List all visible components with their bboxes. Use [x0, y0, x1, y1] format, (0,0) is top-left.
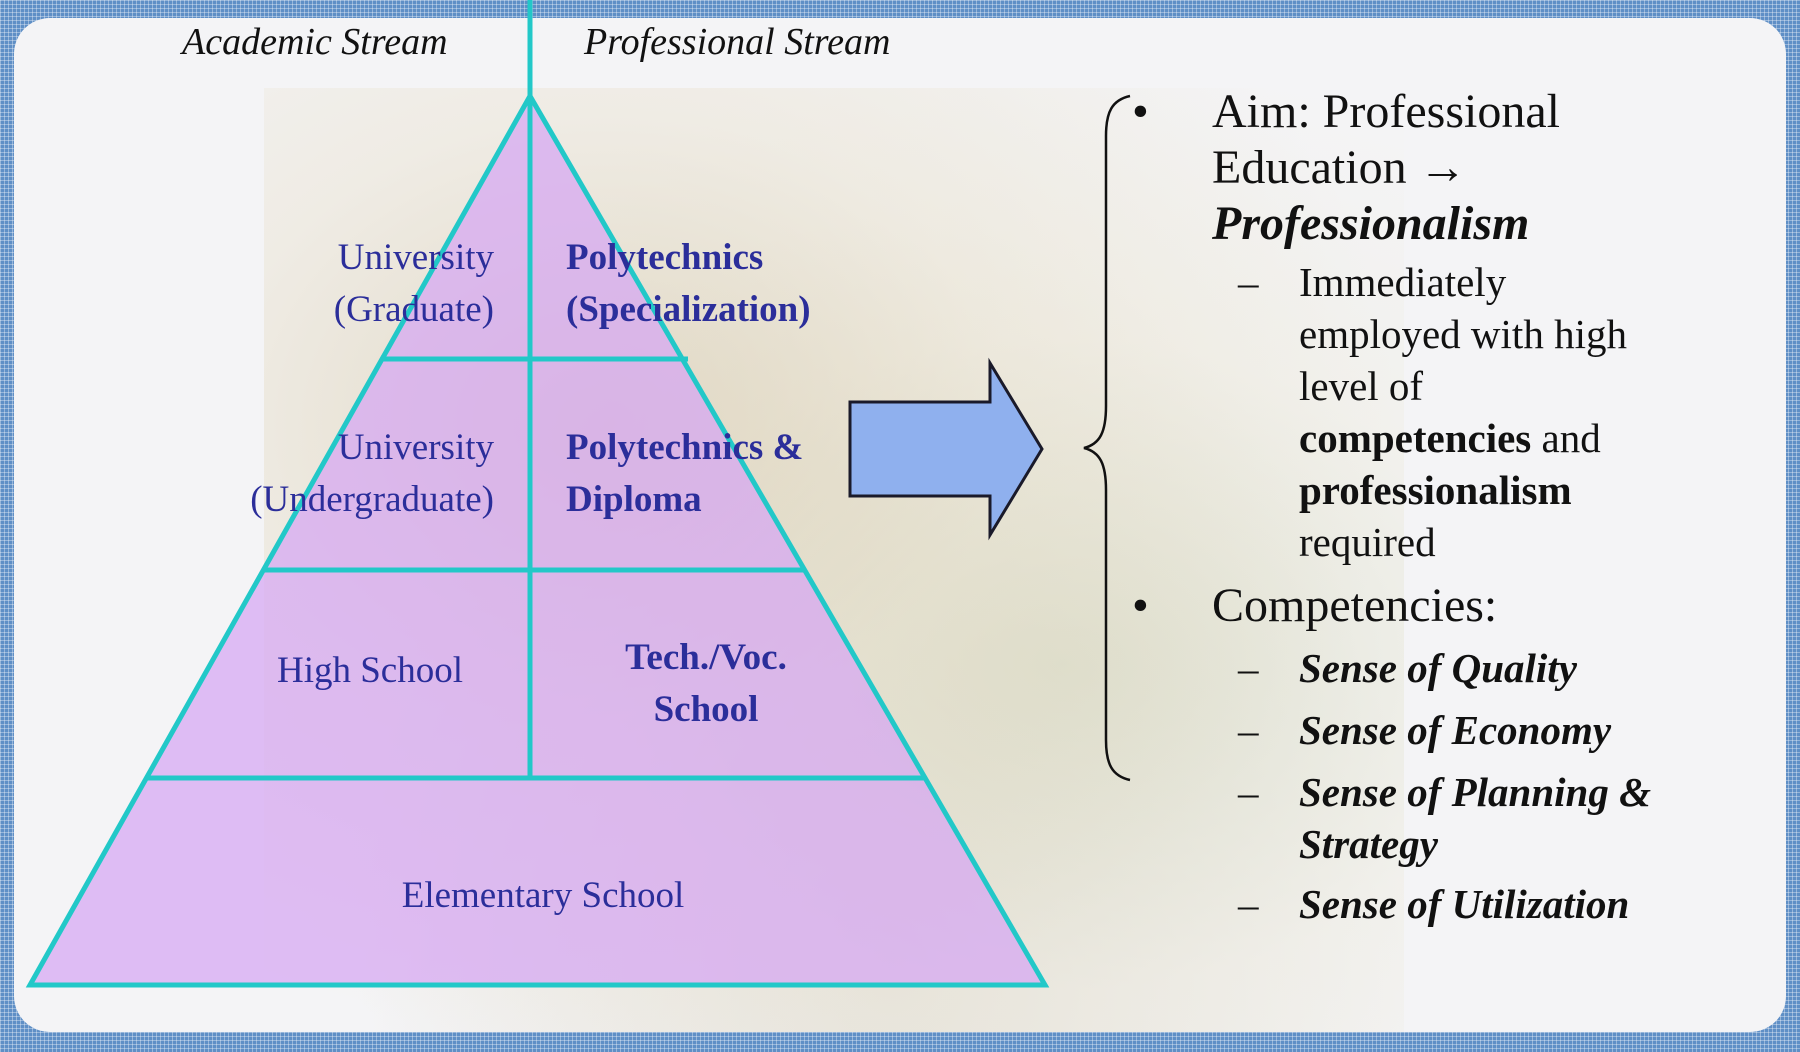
aim-sub-bullet: – Immediately employed with high level o… — [1110, 256, 1750, 568]
university-graduate-label: University (Graduate) — [333, 237, 494, 330]
tech-voc-school-label: Tech./Voc. School — [625, 637, 787, 730]
aim-sub-line-3: level of — [1299, 363, 1424, 409]
competency-item: – Sense of Planning & Strategy — [1238, 769, 1651, 867]
polytechnics-specialization-label: Polytechnics (Specialization) — [566, 237, 811, 330]
elementary-school-label: Elementary School — [401, 875, 685, 916]
competency-item: – Sense of Economy — [1238, 707, 1612, 753]
professional-stream-label: Professional Stream — [584, 21, 891, 63]
competencies-bullet: • Competencies: — [1110, 578, 1750, 634]
aim-line-1: Aim: Professional — [1212, 85, 1560, 138]
aim-sub-line-1: Immediately — [1299, 259, 1507, 305]
academic-stream-label: Academic Stream — [182, 21, 448, 63]
aim-sub-line-5: professionalism — [1299, 467, 1572, 513]
aim-sub-line-6: required — [1299, 519, 1436, 565]
aim-line-2: Education → — [1212, 141, 1467, 194]
bullet-list: • Aim: Professional Education → Professi… — [1110, 84, 1750, 930]
pyramid-shape — [25, 90, 1050, 988]
dash-icon: – — [1238, 259, 1259, 305]
polytechnics-diploma-label: Polytechnics & Diploma — [566, 427, 804, 520]
university-undergraduate-label: University (Undergraduate) — [250, 427, 494, 520]
aim-bullet: • Aim: Professional Education → Professi… — [1110, 84, 1750, 252]
high-school-label: High School — [276, 650, 464, 691]
competency-item: – Sense of Utilization — [1238, 881, 1630, 927]
bullet-dot-icon: • — [1132, 579, 1149, 632]
aim-line-3: Professionalism — [1212, 197, 1530, 250]
bullet-dot-icon: • — [1132, 85, 1149, 138]
competencies-label: Competencies: — [1212, 579, 1498, 632]
competency-item: – Sense of Quality — [1238, 645, 1577, 691]
aim-sub-line-2: employed with high — [1299, 311, 1627, 357]
curly-brace-icon — [1083, 94, 1131, 782]
arrow-right-icon — [848, 357, 1044, 541]
aim-sub-line-4: competencies and — [1299, 415, 1601, 461]
